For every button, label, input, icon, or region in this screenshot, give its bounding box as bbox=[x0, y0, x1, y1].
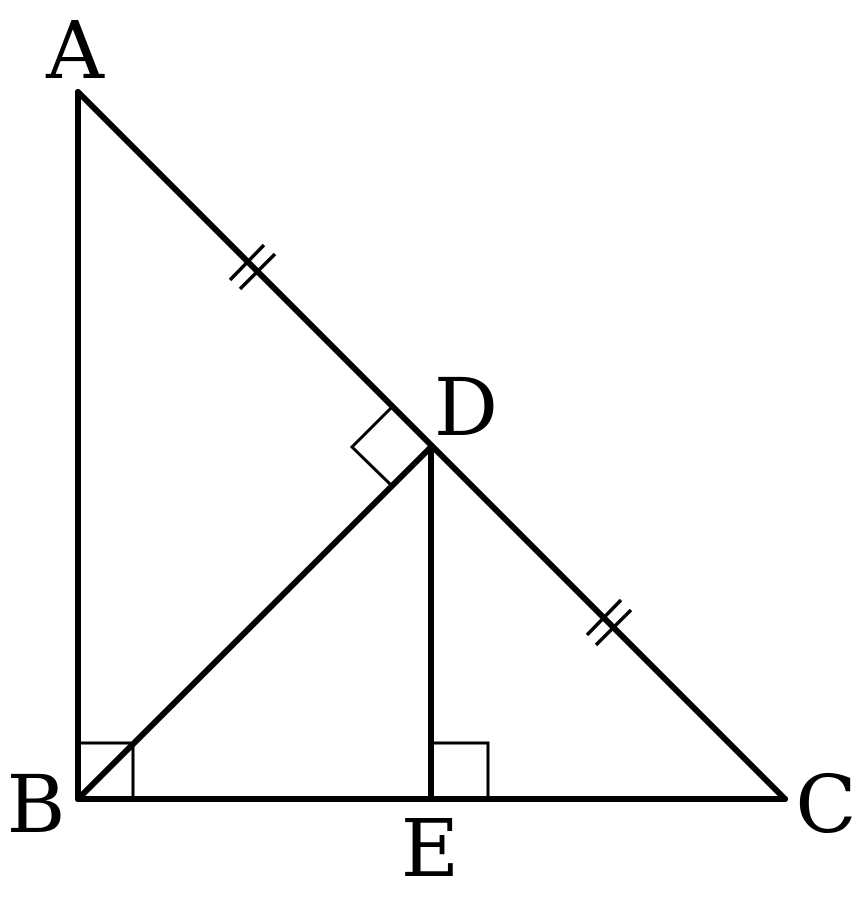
right-angle-mark-e bbox=[431, 741, 490, 799]
label-e: E bbox=[401, 802, 459, 895]
label-d: D bbox=[434, 361, 498, 454]
tick-marks-dc bbox=[585, 598, 633, 647]
segment-bd bbox=[75, 444, 434, 802]
right-angle-mark-d bbox=[349, 405, 394, 487]
label-a: A bbox=[45, 4, 105, 97]
label-b: B bbox=[7, 758, 66, 851]
label-c: C bbox=[795, 758, 856, 851]
tick-marks-ad bbox=[228, 243, 277, 291]
